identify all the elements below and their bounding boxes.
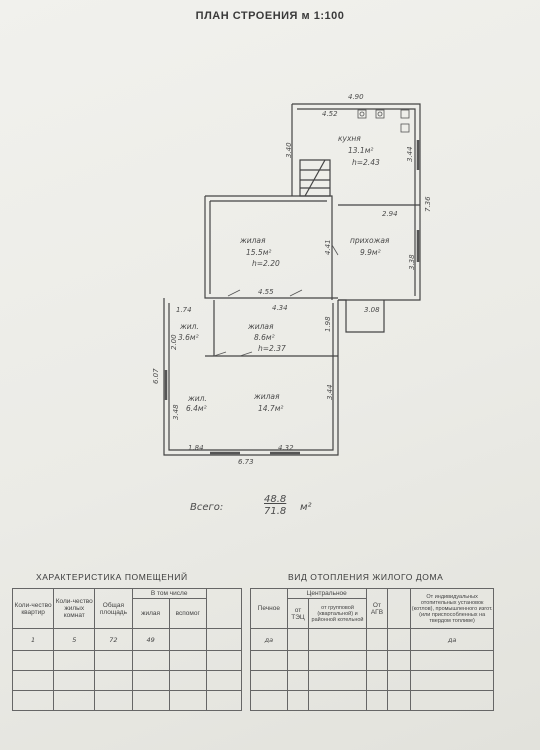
- dim-308: 3.08: [364, 306, 380, 314]
- dim-174: 1.74: [176, 306, 192, 314]
- hdr-living: жилая: [131, 598, 170, 629]
- door-5: [331, 244, 339, 256]
- dim-736: 7.36: [424, 196, 432, 212]
- dim-434: 4.34: [272, 304, 288, 312]
- kitchen-outer-wall: [292, 103, 421, 301]
- living5-name: жилая: [254, 392, 280, 401]
- sink-fixture: [375, 109, 385, 119]
- living4-name: жил.: [188, 394, 207, 403]
- dim-200: 2.00: [170, 334, 178, 350]
- fixture-1: [400, 109, 410, 119]
- living3-height: h=2.37: [258, 344, 286, 353]
- bottom-block-inner: [168, 303, 334, 451]
- total-top: 48.8: [264, 494, 287, 505]
- hdr-count: Коли-чество квартир: [11, 588, 55, 629]
- premises-title: ХАРАКТЕРИСТИКА ПОМЕЩЕНИЙ: [36, 572, 188, 582]
- living1-area: 15.5м²: [246, 248, 272, 257]
- page-title: ПЛАН СТРОЕНИЯ м 1:100: [195, 10, 345, 22]
- dim-344b: 3.44: [326, 384, 334, 400]
- kitchen-area: 13.1м²: [348, 146, 374, 155]
- fixture-2: [400, 123, 410, 133]
- living3-area: 8.6м²: [254, 333, 275, 342]
- door-3: [213, 351, 227, 357]
- cell-total: 72: [94, 628, 133, 651]
- hdr-blank: [205, 588, 243, 629]
- hdr-rooms: Коли-чество жилых комнат: [53, 588, 96, 629]
- dim-344a: 3.44: [406, 146, 414, 162]
- living1-name: жилая: [240, 236, 266, 245]
- total-bottom: 71.8: [264, 506, 287, 517]
- dim-184: 1.84: [188, 444, 204, 452]
- stair: [299, 159, 331, 197]
- hall-area: 9.9м²: [360, 248, 381, 257]
- dim-432: 4.32: [278, 444, 294, 452]
- total-label: Всего:: [190, 502, 224, 513]
- living3-name: жилая: [248, 322, 274, 331]
- hall-name: прихожая: [350, 236, 390, 245]
- stair-steps: [300, 169, 330, 189]
- dim-198: 1.98: [324, 316, 332, 332]
- living1-left-wall: [204, 196, 338, 299]
- door-1: [227, 289, 241, 297]
- hdr-blank2: [387, 588, 412, 629]
- living2-name: жил.: [180, 322, 199, 331]
- porch-outline: [338, 299, 385, 333]
- cell-aux: [168, 628, 207, 651]
- living1-height: h=2.20: [252, 259, 280, 268]
- living2-area: 3.6м²: [178, 333, 199, 342]
- living5-area: 14.7м²: [258, 404, 284, 413]
- dim-607: 6.07: [152, 368, 160, 384]
- hdr-agv: От АГВ: [365, 588, 389, 629]
- hdr-central: Центральное: [286, 588, 367, 599]
- door-2: [289, 289, 303, 297]
- dim-340: 3.40: [285, 142, 293, 158]
- dim-441: 4.41: [324, 239, 332, 255]
- hdr-group: от групповой (квартальной) и районной ко…: [308, 598, 367, 629]
- stair-diagonal: [304, 159, 326, 197]
- premises-table: Коли-чество квартир Коли-чество жилых ко…: [11, 588, 243, 711]
- hdr-stove: Печное: [250, 588, 288, 629]
- dim-455: 4.55: [258, 288, 274, 296]
- cell-count: 1: [11, 628, 55, 651]
- dim-452: 4.52: [322, 110, 338, 118]
- cell-rooms: 5: [53, 628, 96, 651]
- dim-338: 3.38: [408, 254, 416, 270]
- door-4: [239, 351, 253, 357]
- living4-area: 6.4м²: [186, 404, 207, 413]
- kitchen-height: h=2.43: [352, 158, 380, 167]
- bottom-block-walls: [163, 298, 339, 456]
- living1-walls: [205, 195, 333, 300]
- cell-living: 49: [131, 628, 170, 651]
- dim-490: 4.90: [348, 93, 364, 101]
- stove-fixture: [357, 109, 367, 119]
- dim-348: 3.48: [172, 404, 180, 420]
- dim-294: 2.94: [382, 210, 398, 218]
- cell-stove: да: [250, 628, 288, 651]
- cell-individual: да: [410, 628, 494, 651]
- hdr-total: Общая площадь: [94, 588, 133, 629]
- hdr-including: В том числе: [131, 588, 207, 599]
- heating-table: Печное Центральное От АГВ От индивидуаль…: [250, 588, 494, 711]
- hdr-tec: от ТЭЦ: [286, 598, 310, 629]
- heating-title: ВИД ОТОПЛЕНИЯ ЖИЛОГО ДОМА: [288, 572, 444, 582]
- hdr-individual: От индивидуальных отопительных установок…: [410, 588, 494, 629]
- hdr-auxiliary: вспомог: [168, 598, 207, 629]
- dim-673: 6.73: [238, 458, 254, 466]
- total-unit: м²: [300, 502, 312, 513]
- kitchen-name: кухня: [338, 134, 361, 143]
- kitchen-inner-wall: [297, 108, 416, 296]
